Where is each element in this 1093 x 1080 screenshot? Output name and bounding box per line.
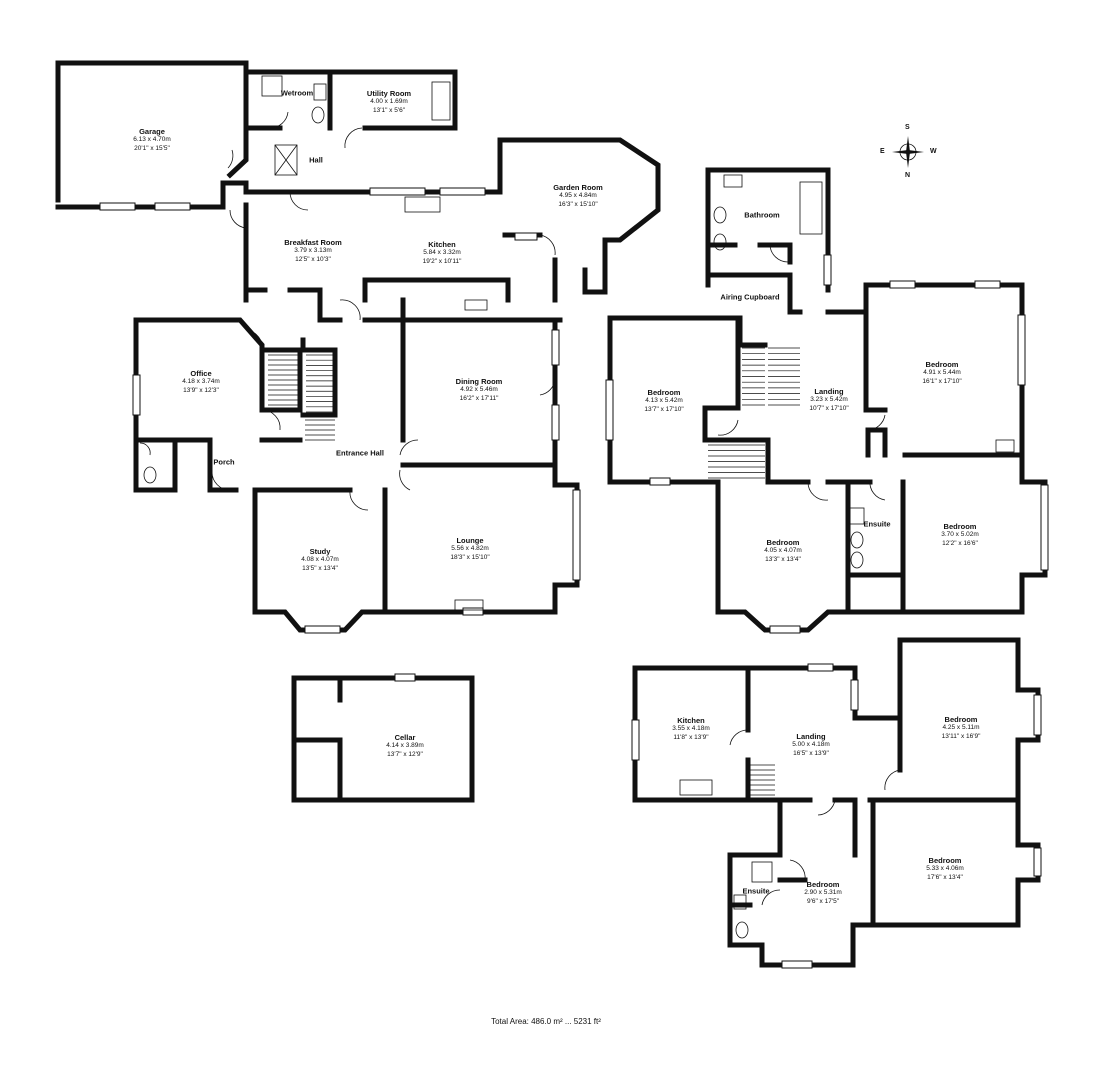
compass-rose-icon — [892, 136, 924, 168]
dining-lounge-walls — [252, 297, 580, 633]
compass: S N E W — [880, 124, 937, 179]
door-swings — [211, 111, 901, 906]
hall-kitchen-walls — [220, 147, 563, 323]
first-floor-walls — [607, 167, 1048, 633]
second-floor-walls — [632, 637, 1041, 968]
compass-n: N — [905, 172, 911, 179]
stairs — [268, 347, 800, 796]
windows — [99, 187, 1049, 969]
fixtures — [139, 75, 1015, 939]
total-area: Total Area: 486.0 m² ... 5231 ft² — [491, 1017, 601, 1026]
compass-s: S — [905, 124, 910, 131]
compass-w: W — [930, 148, 937, 155]
compass-e: E — [880, 148, 885, 155]
cellar-walls — [291, 675, 475, 803]
stairs-walls — [262, 337, 338, 418]
garden-room-walls — [497, 137, 661, 303]
wetroom-utility-walls — [243, 69, 458, 131]
garage-walls — [55, 60, 249, 210]
office-walls — [133, 317, 303, 493]
